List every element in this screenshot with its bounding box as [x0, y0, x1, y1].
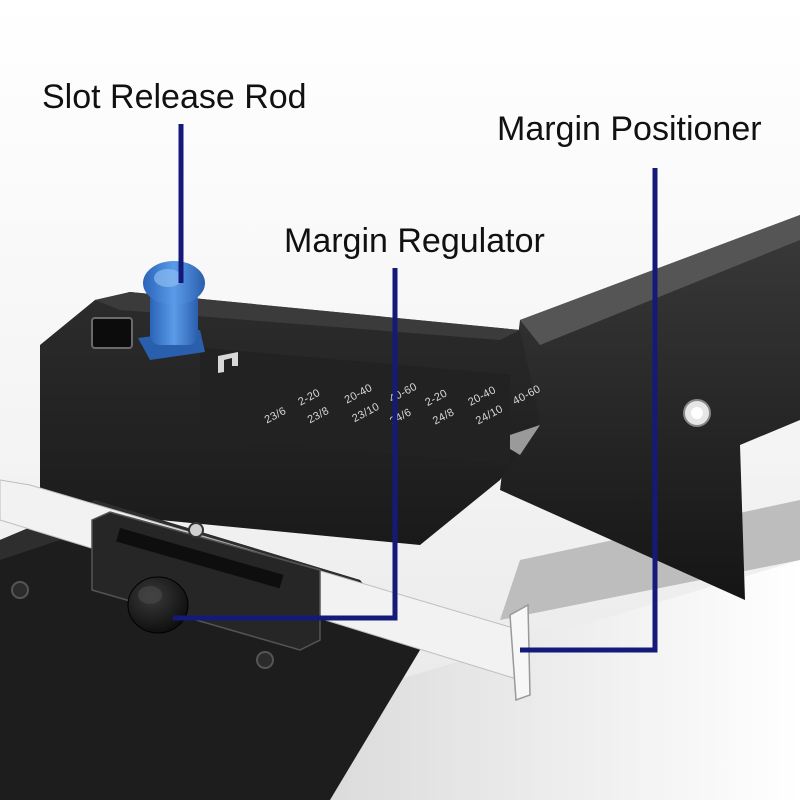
callout-margin-regulator: Margin Regulator [284, 222, 545, 260]
callout-line-margin-positioner [520, 168, 658, 653]
upper-arm-highlight [520, 215, 800, 345]
callout-line-margin-regulator [173, 268, 398, 621]
callout-lines [173, 124, 658, 653]
brand-mark [218, 352, 238, 373]
spec-panel [200, 347, 510, 465]
regulator-knob [127, 576, 189, 634]
head-top-face [95, 292, 520, 340]
callout-slot-release-rod: Slot Release Rod [42, 78, 307, 116]
base-plate [300, 560, 800, 800]
nose-opening [495, 425, 540, 455]
bracket-slot [116, 528, 284, 589]
bracket-screw [188, 522, 204, 538]
slot-window [91, 317, 133, 349]
callout-margin-positioner: Margin Positioner [497, 110, 762, 148]
